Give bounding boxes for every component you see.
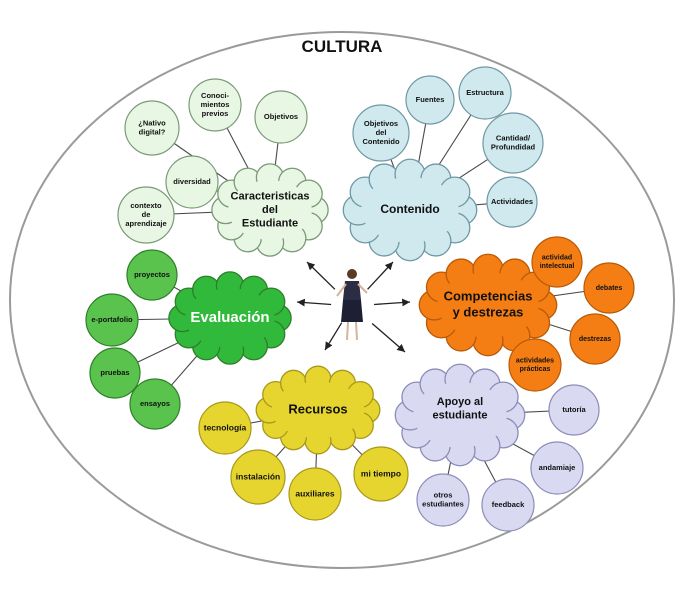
node-label: destrezas [579,336,611,343]
arrow [324,322,343,351]
cloud-label-competencias: y destrezas [453,304,524,319]
node-label: tecnología [204,422,247,432]
cloud-competencias [418,253,558,357]
node-label: Estructura [466,88,504,97]
node-label: Profundidad [491,143,536,152]
cloud-recursos [255,365,381,455]
cloud-label-caracteristicas: Estudiante [242,217,298,229]
node-label: actividades [516,358,554,365]
arrow [306,261,336,290]
node-evaluacion: ensayos [129,378,181,430]
node-contenido: Cantidad/Profundidad [482,112,544,174]
node-label: digital? [139,128,166,137]
center-arrows [296,261,411,353]
node-label: Cantidad/ [496,133,531,142]
cloud-label-caracteristicas: del [262,204,278,216]
node-label: previos [202,109,229,118]
cloud-label-recursos: Recursos [288,401,347,416]
node-label: Objetivos [264,112,298,121]
node-label: otros [434,490,453,499]
node-label: prácticas [520,366,551,373]
node-label: pruebas [100,368,129,377]
cloud-label-apoyo: estudiante [432,410,487,422]
node-label: Actividades [491,197,533,206]
node-label: ensayos [140,399,170,408]
node-label: actividad [542,255,572,262]
node-label: mientos [201,100,230,109]
node-contenido: Fuentes [405,75,455,125]
node-recursos: instalación [230,449,286,505]
node-label: Fuentes [416,95,445,104]
node-label: de [142,210,151,219]
node-caracteristicas: diversidad [165,155,219,209]
node-label: tutoría [562,405,586,414]
node-label: Contenido [362,137,399,146]
node-label: Conoci- [201,91,229,100]
arrow [373,298,411,307]
node-label: auxiliares [295,488,334,498]
cloud-label-competencias: Competencias [444,289,533,304]
node-contenido: Actividades [486,176,538,228]
node-evaluacion: proyectos [126,249,178,301]
node-evaluacion: pruebas [89,347,141,399]
arrow [367,261,394,290]
node-recursos: auxiliares [288,467,342,521]
node-label: instalación [236,471,280,481]
node-competencias: destrezas [569,313,621,365]
node-apoyo: andamiaje [530,441,584,495]
teacher-figure [336,269,368,341]
arrow [371,322,406,353]
cloud-caracteristicas [211,163,329,257]
node-label: mi tiempo [361,468,401,478]
arrow [296,298,332,307]
node-contenido: Estructura [458,66,512,120]
node-label: feedback [492,500,525,509]
node-caracteristicas: Objetivos [254,90,308,144]
cloud-apoyo [394,363,526,467]
node-label: e-portafolio [91,315,133,324]
node-label: diversidad [173,177,211,186]
cloud-label-caracteristicas: Caracteristicas [231,190,310,202]
node-label: andamiaje [539,463,576,472]
cloud-label-apoyo: Apoyo al [437,396,483,408]
node-label: proyectos [134,270,170,279]
cloud-label-contenido: Contenido [380,202,439,216]
cloud-evaluacion [168,271,292,365]
node-label: ¿Nativo [138,118,166,127]
node-label: contexto [130,201,162,210]
cloud-label-evaluacion: Evaluación [190,309,269,326]
node-recursos: mi tiempo [353,446,409,502]
node-label: aprendizaje [125,219,166,228]
node-recursos: tecnología [198,401,252,455]
node-label: Objetivos [364,119,398,128]
node-label: debates [596,285,623,292]
node-label: estudiantes [422,500,464,509]
cloud-contenido [342,158,478,262]
node-apoyo: tutoría [548,384,600,436]
node-evaluacion: e-portafolio [85,293,139,347]
diagram-title: CULTURA [302,37,383,56]
node-label: del [376,128,387,137]
node-label: intelectual [540,263,575,270]
node-competencias: debates [583,262,635,314]
node-apoyo: feedback [481,478,535,532]
